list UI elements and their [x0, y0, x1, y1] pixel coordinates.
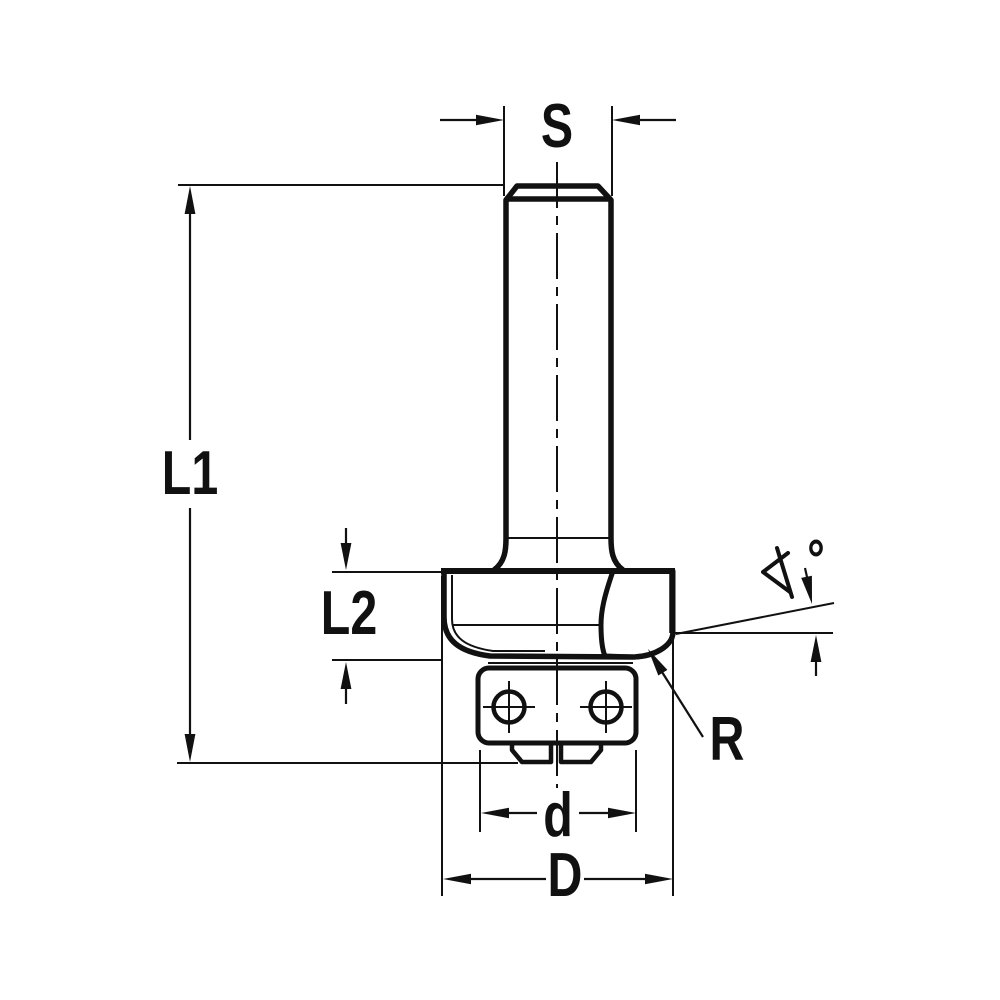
dim-label-overall-length: L1 — [161, 439, 219, 508]
dim-outer-diameter — [441, 576, 674, 896]
dim-overall-length — [177, 184, 518, 764]
screw-left — [483, 681, 535, 733]
dim-label-inner-diameter: d — [543, 781, 573, 850]
adjustment-tab — [509, 743, 604, 765]
insert-profile-shape — [598, 568, 676, 660]
dim-label-cutting-depth: L2 — [320, 579, 378, 648]
dim-label-outer-diameter: D — [547, 841, 583, 910]
dim-shank-diameter — [440, 106, 676, 196]
dim-label-radius: R — [709, 705, 745, 774]
dim-inner-diameter — [479, 750, 637, 832]
shank-outline — [492, 183, 625, 573]
dim-radius-leader — [648, 649, 704, 738]
screw-right — [580, 681, 632, 733]
cutter-head-outline — [441, 568, 676, 664]
dim-cutting-depth — [332, 528, 443, 704]
insert-holder — [475, 665, 639, 765]
carbide-insert — [598, 568, 676, 660]
dim-label-angle-degree: ° — [807, 527, 825, 590]
dim-cutting-angle — [675, 546, 835, 676]
dim-label-shank-diameter: S — [540, 92, 574, 161]
measured-angle-icon — [761, 546, 794, 599]
